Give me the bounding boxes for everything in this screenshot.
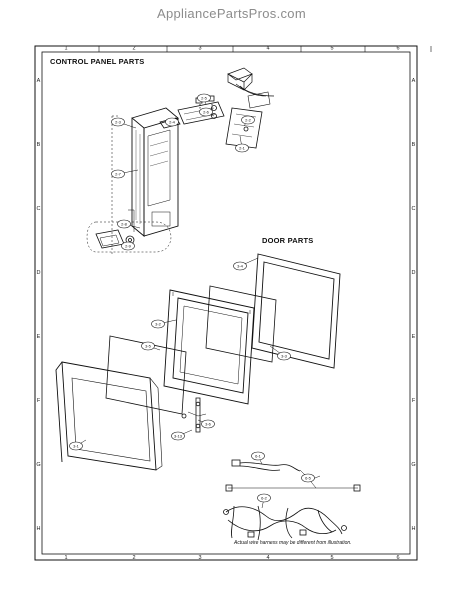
grid-column-label: 4: [266, 46, 269, 52]
choke-cover: [251, 253, 341, 369]
door-frame: [163, 289, 255, 405]
callout-2-7: 2-7: [111, 169, 139, 179]
callout-label: 3-2: [155, 322, 162, 327]
callout-6-2: 6-2: [257, 493, 271, 509]
callout-label: 3-6: [205, 422, 212, 427]
grid-row-label: C: [412, 206, 416, 212]
grid-column-label: 2: [132, 46, 135, 52]
callout-label: 6-5: [305, 476, 312, 481]
callout-label: 2-5: [201, 96, 208, 101]
callout-3-3: 3-3: [269, 345, 291, 361]
callout-layer: 2-3 2-1 2-5 2-6 2-4 2-2 2-7 2-8 2-9 3-4 3-2 3-3 3-5 3…: [69, 93, 317, 509]
callout-label: 2-3: [115, 120, 122, 125]
site-title: AppliancePartsPros.com: [157, 6, 306, 21]
grid-row-label: E: [412, 334, 416, 340]
callout-2-3: 2-3: [111, 117, 137, 129]
door-screen: [105, 335, 187, 415]
wire-harness-6-1: [225, 459, 361, 492]
grid-row-label: B: [37, 142, 41, 148]
callout-3-2: 3-2: [151, 319, 177, 329]
section-title-door: DOOR PARTS: [262, 236, 314, 245]
section-title-control-panel: CONTROL PANEL PARTS: [50, 57, 145, 66]
callout-label: 2-7: [115, 172, 122, 177]
callout-label: 2-4: [169, 120, 176, 125]
grid-row-label: A: [37, 78, 41, 84]
control-board: [225, 107, 263, 149]
callout-2-5: 2-5: [197, 93, 211, 105]
callout-3-4: 3-4: [233, 257, 259, 271]
callout-2-1: 2-1: [235, 135, 249, 153]
door-panel: [55, 361, 163, 471]
callout-2-6: 2-6: [199, 107, 215, 117]
grid-column-label: 6: [396, 555, 399, 561]
control-group-boundary: [86, 115, 172, 256]
grid-column-label: 5: [330, 46, 333, 52]
wire-harness-note: Actual wire harness may be different fro…: [234, 540, 352, 546]
callout-3-13: 3-13: [171, 429, 193, 441]
callout-label: 2-6: [203, 110, 210, 115]
grid-row-label: F: [412, 398, 416, 404]
callout-label: 3-13: [174, 434, 183, 439]
grid-column-label: 3: [198, 555, 201, 561]
grid-row-label: C: [37, 206, 41, 212]
grid-row-label: A: [412, 78, 416, 84]
grid-row-label: F: [37, 398, 41, 404]
outer-frame: [34, 45, 418, 561]
grid-row-label: B: [412, 142, 416, 148]
wire-harness-6-2: [223, 505, 347, 541]
grid-row-label: H: [37, 526, 41, 532]
grid-row-label: E: [37, 334, 41, 340]
callout-3-5: 3-5: [141, 341, 161, 351]
callout-label: 2-1: [239, 146, 246, 151]
callout-label: 3-4: [237, 264, 244, 269]
callout-2-4: 2-4: [165, 117, 179, 127]
callout-2-9: 2-9: [121, 241, 135, 251]
callout-2-8: 2-8: [117, 219, 141, 229]
callout-3-6: 3-6: [197, 419, 215, 429]
grid-row-label: H: [412, 526, 416, 532]
grid-column-label: 1: [64, 46, 67, 52]
grid-row-label: G: [36, 462, 40, 468]
callout-6-5: 6-5: [301, 473, 317, 489]
door-glass: [205, 285, 277, 363]
callout-label: 6-1: [255, 454, 262, 459]
callout-label: 3-3: [281, 354, 288, 359]
grid-row-label: D: [412, 270, 416, 276]
grid-column-label: 6: [396, 46, 399, 52]
grid-column-label: 4: [266, 555, 269, 561]
grid-column-label: 5: [330, 555, 333, 561]
callout-3-1: 3-1: [69, 439, 87, 451]
grid-column-label: 1: [64, 555, 67, 561]
callout-label: 6-2: [261, 496, 268, 501]
callout-label: 3-1: [73, 444, 80, 449]
grid-column-label: 2: [132, 555, 135, 561]
callout-6-1: 6-1: [251, 451, 265, 465]
door-latch: [181, 397, 207, 433]
inner-frame: [41, 51, 411, 555]
grid-row-label: G: [411, 462, 415, 468]
callout-2-2: 2-2: [241, 115, 255, 127]
callout-label: 2-9: [125, 244, 132, 249]
callout-label: 2-2: [245, 118, 252, 123]
grid-column-label: 3: [198, 46, 201, 52]
callout-label: 2-8: [121, 222, 128, 227]
callout-label: 3-5: [145, 344, 152, 349]
grid-row-label: D: [37, 270, 41, 276]
control-panel-frame: [128, 107, 179, 237]
touch-control-unit: [227, 67, 275, 109]
